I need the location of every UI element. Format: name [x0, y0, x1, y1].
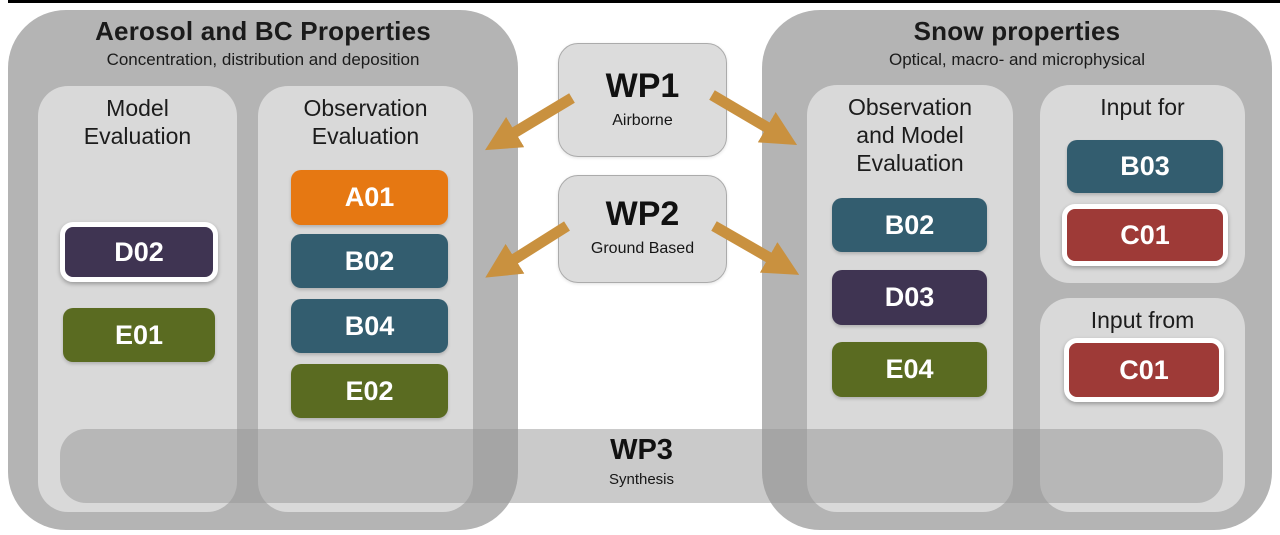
model-evaluation-title: Model Evaluation [83, 95, 192, 150]
snow-panel-subtitle: Optical, macro- and microphysical [888, 50, 1146, 69]
chip-b02-right: B02 [832, 198, 987, 252]
chip-d03: D03 [832, 270, 987, 325]
wp3-subtitle: Synthesis [608, 471, 675, 488]
aerosol-panel-subtitle: Concentration, distribution and depositi… [106, 50, 420, 69]
observation-evaluation-title: Observation Evaluation [303, 95, 428, 150]
aerosol-panel-title: Aerosol and BC Properties [95, 16, 431, 46]
wp1-title: WP1 [605, 67, 680, 105]
wp3-band: WP3 Synthesis [60, 429, 1223, 503]
chip-c01-input-for: C01 [1062, 204, 1228, 266]
input-from-title: Input from [1090, 307, 1195, 333]
wp2-box: WP2 Ground Based [558, 175, 727, 283]
chip-a01: A01 [291, 170, 448, 225]
input-for-title: Input for [1100, 94, 1185, 120]
wp1-subtitle: Airborne [612, 112, 673, 129]
chip-e02: E02 [291, 364, 448, 418]
chip-e04: E04 [832, 342, 987, 397]
chip-c01-input-from: C01 [1064, 338, 1224, 402]
top-border-line [8, 0, 1280, 3]
observation-model-evaluation-title: Observation and Model Evaluation [847, 94, 972, 177]
chip-b03: B03 [1067, 140, 1223, 193]
chip-d02: D02 [60, 222, 218, 282]
snow-panel-title: Snow properties [913, 16, 1121, 46]
wp1-box: WP1 Airborne [558, 43, 727, 157]
chip-b02-left: B02 [291, 234, 448, 288]
wp2-subtitle: Ground Based [590, 240, 695, 257]
chip-b04: B04 [291, 299, 448, 353]
wp3-title: WP3 [610, 434, 673, 466]
chip-e01: E01 [63, 308, 215, 362]
wp2-title: WP2 [605, 195, 680, 233]
